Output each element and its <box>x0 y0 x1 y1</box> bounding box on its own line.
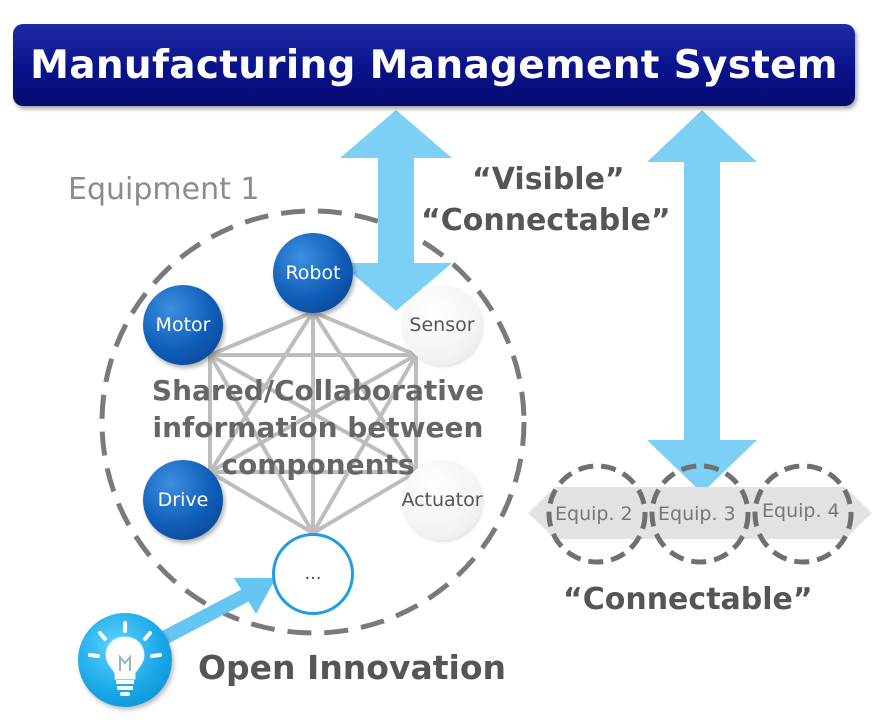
equip-2-label: Equip. 2 <box>555 503 633 525</box>
actuator-node: Actuator <box>401 460 483 540</box>
double-arrow-right <box>647 110 757 493</box>
shared-line-2: information between <box>152 411 484 444</box>
equip-3-circle <box>649 463 751 565</box>
equipment-boundary <box>99 208 527 636</box>
equip-4-circle <box>752 463 854 565</box>
innovation-arrow-head <box>234 578 276 614</box>
robot-label: Robot <box>285 262 341 284</box>
lightbulb-glyph <box>88 621 162 696</box>
lightbulb-icon <box>78 613 172 707</box>
manufacturing-management-header: Manufacturing Management System <box>13 24 855 106</box>
motor-node: Motor <box>143 285 223 365</box>
etc-node: … <box>272 533 354 615</box>
innovation-arrow-shaft <box>156 587 252 647</box>
drive-node: Drive <box>143 460 223 540</box>
double-arrow-left <box>340 110 452 311</box>
equip-2-circle <box>546 463 648 565</box>
sensor-node: Sensor <box>402 285 482 365</box>
visible-label: “Visible” <box>472 162 625 197</box>
connectable-label-bottom: “Connectable” <box>563 582 813 617</box>
equip-connection-band <box>528 487 872 539</box>
header-title: Manufacturing Management System <box>30 42 838 88</box>
robot-node: Robot <box>273 233 353 313</box>
shared-info-text: Shared/Collaborative information between… <box>118 372 518 483</box>
actuator-label: Actuator <box>401 489 483 511</box>
component-mesh <box>208 310 418 535</box>
connectable-label-top: “Connectable” <box>421 203 671 238</box>
shared-line-1: Shared/Collaborative <box>151 374 485 407</box>
open-innovation-label: Open Innovation <box>198 648 507 687</box>
equip-3-label: Equip. 3 <box>658 503 736 525</box>
shared-line-3: components <box>221 448 415 481</box>
equipment-1-label: Equipment 1 <box>68 172 260 207</box>
drive-label: Drive <box>157 489 209 511</box>
etc-label: … <box>304 564 322 584</box>
sensor-label: Sensor <box>409 314 475 336</box>
equip-4-label: Equip. 4 <box>762 500 840 522</box>
motor-label: Motor <box>155 314 211 336</box>
